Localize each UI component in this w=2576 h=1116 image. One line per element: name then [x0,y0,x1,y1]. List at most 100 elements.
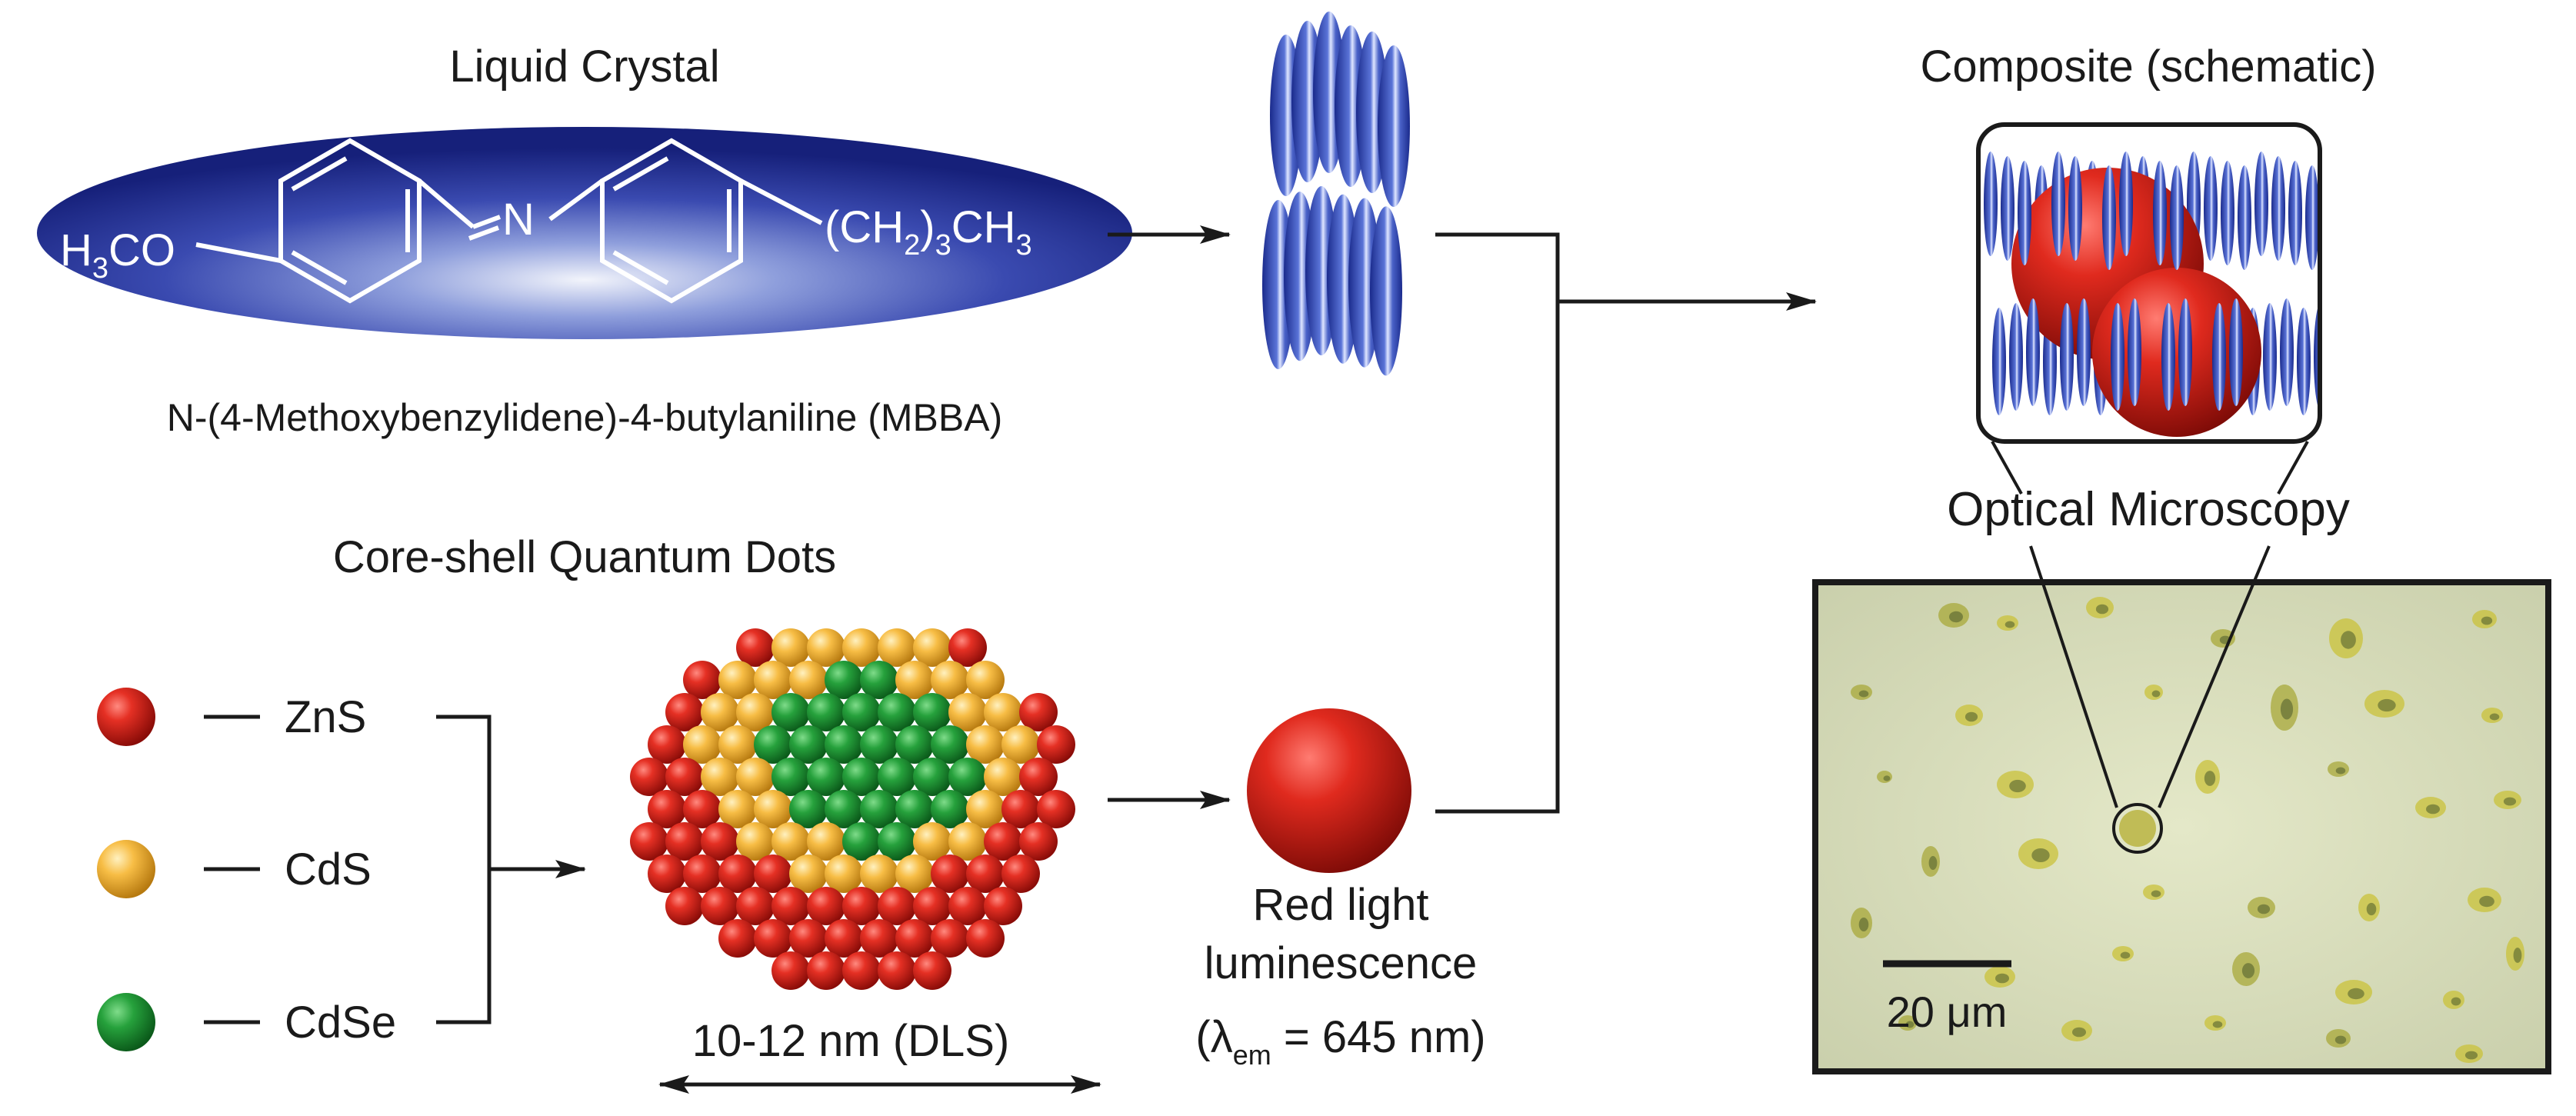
micro-particle-core [2334,1035,2347,1044]
micro-particle-core [1949,611,1963,623]
qd-atom [701,822,739,861]
mbba-name: N-(4-Methoxybenzylidene)-4-butylaniline … [167,396,1003,439]
micro-particle-core [2335,767,2346,775]
micro-particle-core [1858,690,1869,698]
qd-atom [913,822,951,861]
qd-atom [842,951,881,990]
micro-particle-core [2072,1027,2086,1038]
qd-atom [931,725,969,764]
micro-particle-core [2464,1051,2478,1060]
qd-atom [895,790,934,828]
micro-particle-core [2451,997,2461,1006]
qd-atom [630,822,668,861]
qd-atom [984,887,1022,925]
composite-molecule [1992,308,2006,415]
composite-molecule [2297,308,2311,415]
qd-atom [931,919,969,958]
micro-particle-core [1858,918,1869,931]
mbba-labels: H3CO N (CH2)3CH3 [60,195,1032,285]
composite-molecule [2119,152,2133,256]
qd-atom [789,725,828,764]
qd-atom [825,919,863,958]
micro-particle-core [1928,856,1938,870]
qd-atom [842,822,881,861]
composite-molecule [2254,152,2268,256]
quantum-dots-title: Core-shell Quantum Dots [333,532,836,582]
qd-atom [878,951,916,990]
qd-atom [736,628,775,667]
qd-atom [736,822,775,861]
micro-particle-core [2204,771,2216,786]
microscopy-frame [1812,579,2551,1074]
qd-atom [1019,822,1058,861]
luminescence-line1: Red light [1253,880,1429,930]
qd-atom [771,822,810,861]
qd-atom [807,628,845,667]
projection-line-top-right [2277,441,2309,495]
composite-molecule [2026,298,2040,406]
micro-particle-core [2348,988,2364,1000]
qd-atom [771,887,810,925]
micro-particle-core [1964,711,1978,722]
composite-molecule [2111,303,2124,411]
qd-atom [825,725,863,764]
micro-particle-core [2378,698,2396,712]
qd-atom [683,661,721,699]
legend-label-cdse: CdSe [285,998,396,1048]
composite-molecule [2204,156,2218,261]
qd-atom [895,919,934,958]
qd-atom [984,693,1022,731]
qd-atom [1001,790,1040,828]
qd-atom [1001,725,1040,764]
qd-atom [913,693,951,731]
cds-sphere-icon [97,840,155,898]
qd-atom [718,790,757,828]
qd-atom [860,661,898,699]
qd-atom [860,790,898,828]
lc-molecule-stack [1262,12,1410,376]
qd-atom [754,790,792,828]
composite-molecule [2128,298,2141,406]
qd-atom [895,661,934,699]
qd-atom [842,887,881,925]
projection-line-bottom-right [2158,545,2271,808]
qd-atom [754,725,792,764]
qd-atom [807,887,845,925]
composite-molecule [2263,303,2277,411]
composite-molecule [2178,298,2192,406]
qd-atom [913,887,951,925]
qd-atom [878,693,916,731]
micro-particle-core [2031,848,2050,862]
legend-label-zns: ZnS [285,692,366,742]
qd-atom [807,951,845,990]
qd-atom [895,854,934,893]
composite-molecule [2068,156,2082,261]
qd-atom [701,693,739,731]
micro-particle-core [2503,797,2517,806]
qd-atom [1037,725,1075,764]
qd-atom [1037,790,1075,828]
micro-particle-core [2481,616,2493,625]
qd-atom [913,951,951,990]
qd-atom [931,790,969,828]
qd-atom [683,725,721,764]
composite-molecule [2060,303,2074,411]
composite-schematic [1978,125,2320,441]
qd-atom [860,854,898,893]
qd-atom [966,854,1005,893]
legend-item-zns: ZnS [97,688,366,746]
qd-atom [931,661,969,699]
micro-particle-core [2257,904,2271,914]
qd-atom [984,758,1022,796]
qd-atom [718,919,757,958]
composite-molecule [1984,152,1998,256]
qd-atom [665,693,704,731]
lc-molecule [1378,45,1410,207]
qd-atom [754,661,792,699]
micro-particle-core [2120,951,2131,959]
qd-atom [701,758,739,796]
qd-atom [736,758,775,796]
zns-sphere-icon [97,688,155,746]
composite-molecule [2161,303,2175,411]
composite-molecule [2009,303,2023,411]
